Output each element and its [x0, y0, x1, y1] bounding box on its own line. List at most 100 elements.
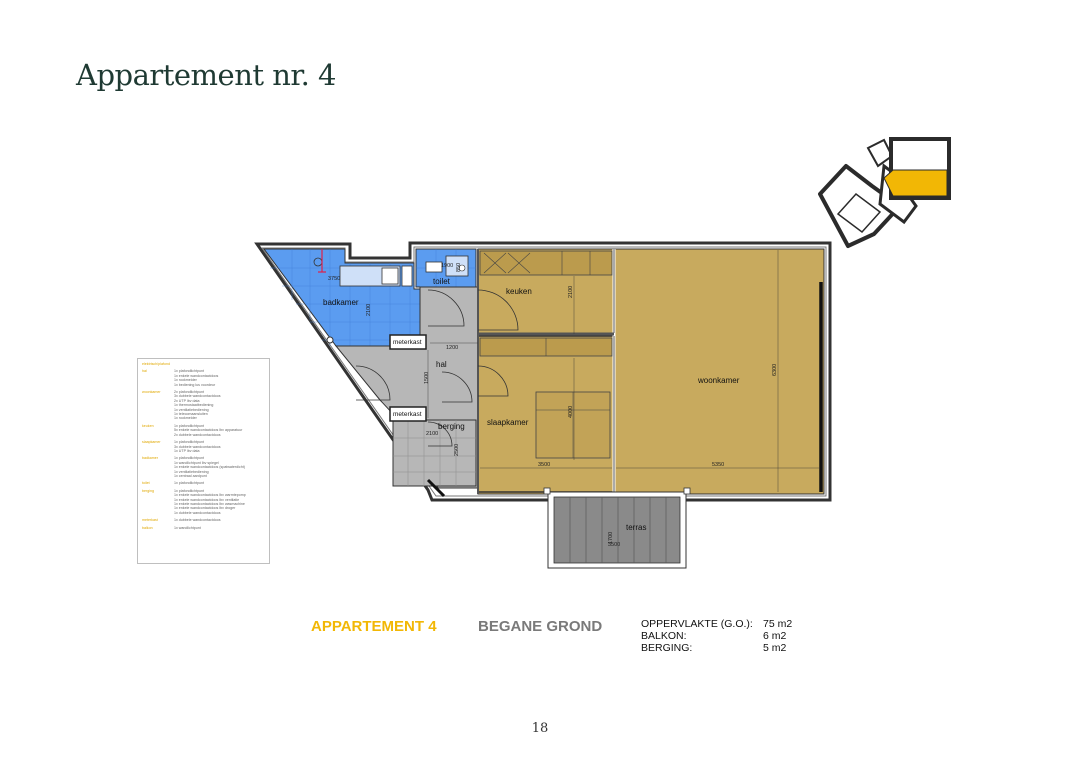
legend-item: 1x plafondlichtpunt	[174, 456, 204, 461]
label-terras: terras	[626, 523, 646, 532]
legend-item: 1x wandlichtpunt	[174, 525, 201, 530]
dim-3500-terras: 3500	[608, 542, 620, 548]
legend-item: 1x enkele wandcontactdoos lbv wasmachine	[174, 501, 245, 506]
area-label: BERGING:	[641, 642, 693, 654]
electrical-legend: elektrisch/plafond hal 1x plafondlichtpun…	[137, 358, 270, 564]
area-value: 75 m2	[763, 618, 793, 630]
legend-item: 1x rookmelder	[174, 416, 197, 421]
legend-item: 1x enkele wandcontactdoos lbv ventilatie	[174, 497, 240, 502]
dim-4000: 4000	[568, 406, 574, 418]
key-plan	[818, 137, 951, 248]
legend-header: elektrisch/plafond	[142, 362, 170, 366]
legend-item: 1x plafondlichtpunt	[174, 481, 204, 486]
page-number: 18	[531, 721, 549, 736]
legend-item: 1x plafondlichtpunt	[174, 440, 204, 445]
legend-item: 5x enkele wandcontactdoos lbv apparatuur	[174, 428, 243, 433]
dim-3500: 3500	[538, 462, 550, 468]
dim-1500: 1500	[424, 372, 430, 384]
legend-item: 1x telecomaansluiten	[174, 412, 208, 417]
dim-6300: 6300	[772, 364, 778, 376]
label-woonkamer: woonkamer	[697, 376, 740, 385]
area-row: BERGING: 5 m2	[641, 642, 792, 654]
legend-row: meterkast 1x dubbele wandcontactdoos	[142, 518, 265, 522]
floor-label: BEGANE GROND	[478, 618, 603, 635]
legend-item: 1x centraal aardpunt	[174, 473, 207, 478]
legend-items: 1x dubbele wandcontactdoos	[174, 518, 221, 522]
legend-item: 2x plafondlichtpunt	[174, 390, 204, 395]
legend-item: 1x dubbele wandcontactdoos	[174, 510, 221, 515]
legend-room: hal	[142, 369, 147, 374]
area-label: OPPERVLAKTE (G.O.):	[641, 618, 753, 630]
area-table: OPPERVLAKTE (G.O.): 75 m2 BALKON: 6 m2 BER…	[641, 618, 792, 654]
legend-item: 1x ventilatiebediening	[174, 407, 209, 412]
dim-3750: 3750	[328, 276, 340, 282]
legend-item: 1x ventilatiebediening	[174, 469, 209, 474]
apartment-label: APPARTEMENT 4	[311, 618, 437, 635]
legend-item: 1x enkele wandcontactdoos lbv droger	[174, 506, 236, 511]
legend-room: berging	[142, 488, 154, 493]
legend-item: 2x dubbele wandcontactdoos	[174, 432, 221, 437]
legend-items: 1x wandlichtpunt	[174, 526, 201, 530]
legend-item: 3x dubbele wandcontactdoos	[174, 394, 221, 399]
legend-items: 1x plafondlichtpunt	[174, 481, 204, 485]
legend-room: slaapkamer	[142, 440, 161, 445]
area-value: 5 m2	[763, 642, 787, 654]
dim-2100-berging: 2100	[426, 431, 438, 437]
legend-item: 1x enkele wandcontactdoos (spatwaterdich…	[174, 465, 245, 470]
legend-room: toilet	[142, 481, 150, 486]
area-label: BALKON:	[641, 630, 687, 642]
legend-row: balkon 1x wandlichtpunt	[142, 526, 265, 530]
legend-item: 1x enkele wandcontactdoos lbv warmtepomp	[174, 493, 246, 498]
legend-item: 1x wandlichtpunt lbv spiegel	[174, 460, 219, 465]
key-plan-highlight	[883, 169, 948, 197]
legend-item: 3x dubbele wandcontactdoos	[174, 444, 221, 449]
legend-room: meterkast	[142, 518, 158, 523]
legend-item: 2x UTP lbv data	[174, 398, 200, 403]
label-badkamer: badkamer	[323, 298, 359, 307]
legend-room: badkamer	[142, 456, 158, 461]
page-title: Appartement nr. 4	[76, 58, 337, 92]
legend-item: 1x plafondlichtpunt	[174, 423, 204, 428]
legend-room: woonkamer	[142, 390, 161, 395]
label-toilet: toilet	[433, 277, 451, 286]
dim-1700: 1700	[608, 532, 614, 544]
legend-item: 1x rookmelder	[174, 378, 197, 383]
label-berging: berging	[438, 422, 465, 431]
label-meterkast-1: meterkast	[393, 339, 422, 346]
label-slaapkamer: slaapkamer	[487, 418, 529, 427]
dim-850: 850	[456, 263, 462, 272]
label-keuken: keuken	[506, 287, 532, 296]
dim-2100-badkamer: 2100	[366, 304, 372, 316]
legend-item: 1x plafondlichtpunt	[174, 369, 204, 374]
label-hal: hal	[436, 360, 447, 369]
area-row: BALKON: 6 m2	[641, 630, 792, 642]
legend-item: 1x plafondlichtpunt	[174, 488, 204, 493]
dim-1200: 1200	[446, 345, 458, 351]
dim-5350: 5350	[712, 462, 724, 468]
legend-item: 1x UTP lbv data	[174, 448, 200, 453]
legend-room: balkon	[142, 525, 153, 530]
label-meterkast-2: meterkast	[393, 411, 422, 418]
legend-item: 1x enkele wandcontactdoos	[174, 373, 219, 378]
room-berging	[392, 419, 477, 487]
legend-room: keuken	[142, 423, 154, 428]
legend-item: 1x dubbele wandcontactdoos	[174, 518, 221, 523]
dim-2100-keuken: 2100	[568, 286, 574, 298]
area-value: 6 m2	[763, 630, 787, 642]
legend-item: 1x thermostaatbediening	[174, 403, 214, 408]
legend-item: 1x bediening lus voordeur	[174, 382, 216, 387]
